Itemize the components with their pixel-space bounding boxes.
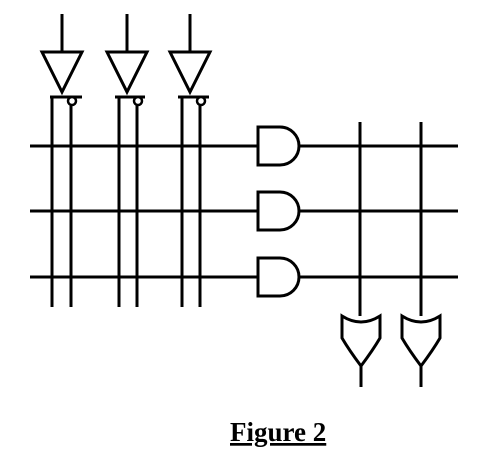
or-matrix-section xyxy=(299,122,458,316)
or-gate-section xyxy=(340,313,442,387)
and-gate-2 xyxy=(256,190,301,232)
inversion-bubble-2 xyxy=(132,95,144,107)
inversion-bubble-1 xyxy=(66,95,78,107)
buffer-inverter-gate-2 xyxy=(104,50,150,96)
and-gate-1 xyxy=(256,125,301,167)
and-gate-3 xyxy=(256,256,301,298)
or-gate-2 xyxy=(400,313,442,369)
and-gate-section xyxy=(256,125,301,298)
input-section xyxy=(39,14,213,307)
buffer-inverter-gate-1 xyxy=(39,50,85,96)
inversion-bubble-3 xyxy=(195,95,207,107)
figure-caption: Figure 2 xyxy=(230,417,326,447)
product-line-section xyxy=(30,144,258,279)
buffer-inverter-gate-3 xyxy=(167,50,213,96)
or-gate-1 xyxy=(340,313,382,369)
